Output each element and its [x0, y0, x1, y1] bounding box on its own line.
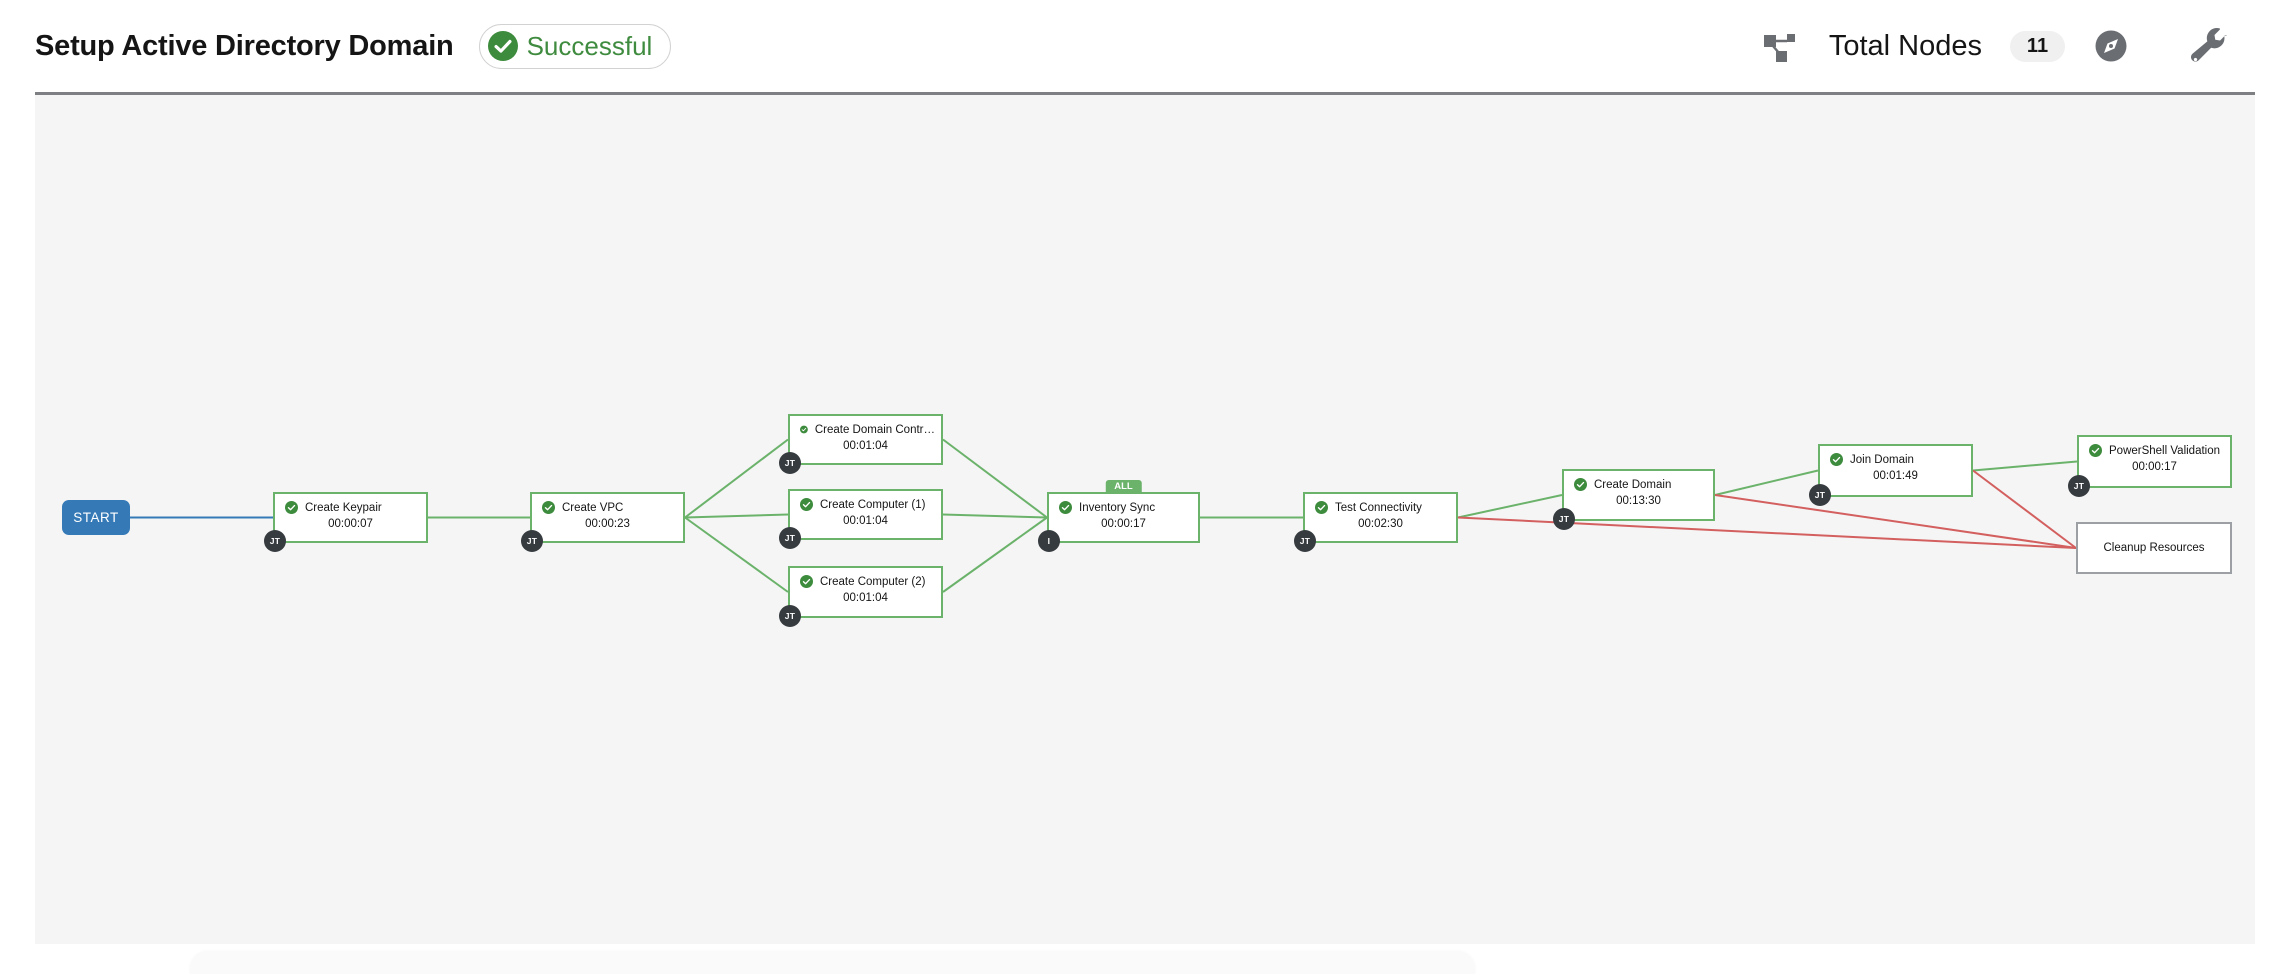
success-check-icon: [1574, 478, 1587, 491]
success-check-icon: [285, 501, 298, 514]
success-check-icon: [542, 501, 555, 514]
node-label: Inventory Sync: [1079, 501, 1156, 514]
start-node[interactable]: START: [62, 500, 130, 535]
job-template-badge: JT: [779, 527, 801, 549]
node-label: Create Domain: [1594, 478, 1672, 491]
node-label: Create Keypair: [305, 501, 382, 514]
inventory-source-badge: I: [1038, 530, 1060, 552]
job-template-badge: JT: [521, 530, 543, 552]
node-elapsed-time: 00:00:07: [328, 518, 373, 530]
header-toolbar: Total Nodes 11: [1763, 28, 2227, 64]
node-label: Cleanup Resources: [2103, 542, 2205, 554]
node-elapsed-time: 00:01:04: [843, 515, 888, 527]
job-template-badge: JT: [2068, 475, 2090, 497]
success-check-icon: [2089, 444, 2102, 457]
workflow-link-create_domain-cleanup_resources: [1714, 494, 2077, 549]
workflow-link-join_domain-cleanup_resources: [1972, 469, 2077, 549]
workflow-link-create_computer_2-inventory_sync: [942, 516, 1048, 593]
node-label: Create Domain Contr…: [814, 423, 935, 436]
workflow-link-create_domain-join_domain: [1714, 469, 1819, 496]
header-divider: [35, 92, 2255, 95]
header: Setup Active Directory Domain Successful…: [0, 0, 2290, 92]
workflow-link-create_domain_controller-inventory_sync: [942, 438, 1048, 519]
workflow-link-create_vpc-create_computer_1: [684, 513, 789, 519]
success-check-icon: [800, 575, 813, 588]
workflow-settings-button[interactable]: [2191, 28, 2227, 64]
success-check-icon: [1315, 501, 1328, 514]
status-badge: Successful: [478, 23, 672, 69]
job-template-badge: JT: [1553, 508, 1575, 530]
success-check-icon: [1059, 501, 1072, 514]
job-template-badge: JT: [779, 452, 801, 474]
node-elapsed-time: 00:01:04: [843, 440, 888, 452]
success-check-icon: [800, 425, 808, 434]
workflow-link-create_computer_1-inventory_sync: [942, 513, 1048, 519]
convergence-all-badge: ALL: [1105, 480, 1142, 494]
job-template-badge: JT: [779, 605, 801, 627]
status-badge-label: Successful: [526, 30, 653, 61]
node-elapsed-time: 00:00:23: [585, 518, 630, 530]
job-template-badge: JT: [1809, 484, 1831, 506]
node-label: PowerShell Validation: [2109, 444, 2221, 457]
workflow-node-cleanup_resources[interactable]: Cleanup Resources: [2076, 522, 2232, 574]
node-label: Test Connectivity: [1335, 501, 1422, 514]
job-template-badge: JT: [1294, 530, 1316, 552]
node-elapsed-time: 00:01:04: [843, 592, 888, 604]
node-elapsed-time: 00:00:17: [1101, 518, 1146, 530]
node-label: Create Computer (1): [820, 498, 926, 511]
workflow-link-test_connectivity-create_domain: [1457, 494, 1563, 519]
total-nodes-count-badge: 11: [2010, 30, 2065, 62]
legend-panel-edge: [190, 952, 1475, 974]
wrench-icon: [2191, 28, 2227, 62]
workflow-link-create_vpc-create_computer_2: [684, 516, 789, 593]
workflow-link-test_connectivity-cleanup_resources: [1457, 516, 2077, 549]
job-template-badge: JT: [264, 530, 286, 552]
total-nodes-label: Total Nodes: [1828, 29, 1982, 62]
page-title: Setup Active Directory Domain: [35, 29, 454, 62]
success-check-icon: [800, 498, 813, 511]
node-label: Join Domain: [1850, 453, 1914, 466]
workflow-link-join_domain-powershell_validation: [1972, 460, 2078, 472]
status-success-check-icon: [487, 31, 518, 61]
node-elapsed-time: 00:02:30: [1358, 518, 1403, 530]
compass-button[interactable]: [2095, 30, 2127, 62]
node-elapsed-time: 00:00:17: [2132, 461, 2177, 473]
success-check-icon: [1830, 453, 1843, 466]
node-label: Create VPC: [562, 501, 624, 514]
workflow-link-create_vpc-create_domain_controller: [684, 438, 789, 519]
topology-icon: [1763, 33, 1795, 62]
node-elapsed-time: 00:13:30: [1616, 495, 1661, 507]
compass-icon: [2095, 30, 2127, 62]
node-label: Create Computer (2): [820, 575, 926, 588]
node-elapsed-time: 00:01:49: [1873, 470, 1918, 482]
